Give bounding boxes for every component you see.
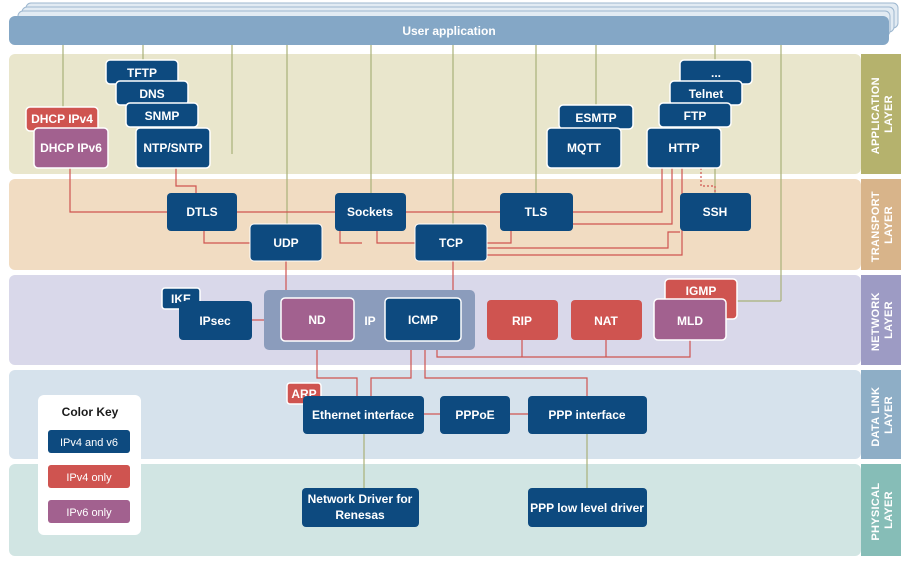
nd-label: ND <box>308 313 326 327</box>
application-layer-label-1: APPLICATION <box>870 77 882 154</box>
color-key-both-label: IPv4 and v6 <box>60 437 118 449</box>
transport-protocols: DTLS Sockets TLS SSH UDP TCP <box>167 193 751 262</box>
ethernet-interface-label: Ethernet interface <box>312 408 414 422</box>
tls-box[interactable] <box>500 193 573 231</box>
network-driver-label-2: Renesas <box>335 508 385 522</box>
network-layer-label-2: LAYER <box>883 301 895 339</box>
http-label: HTTP <box>668 141 699 155</box>
application-protocols: TFTP DNS SNMP NTP/SNTP DHCP IPv4 DHCP IP… <box>25 59 753 169</box>
svg-text:TRANSPORT LAYER: TRANSPORT LAYER <box>870 188 895 263</box>
physical-layer-band <box>9 464 861 556</box>
ftp-label: FTP <box>684 109 707 123</box>
igmp-label: IGMP <box>686 284 717 298</box>
icmp-label: ICMP <box>408 313 438 327</box>
datalink-layer-tab <box>861 370 901 459</box>
esmtp-label: ESMTP <box>575 111 616 125</box>
mld-label: MLD <box>677 314 703 328</box>
sockets-label: Sockets <box>347 205 393 219</box>
physical-layer-label-2: LAYER <box>883 491 895 529</box>
nat-label: NAT <box>594 314 618 328</box>
tftp-label: TFTP <box>127 66 157 80</box>
physical-drivers: Network Driver for Renesas PPP low level… <box>302 488 647 527</box>
layer-labels: APPLICATION LAYER TRANSPORT LAYER NETWOR… <box>870 74 895 540</box>
color-key-swatch-v4 <box>48 465 130 488</box>
sockets-box[interactable] <box>335 193 406 231</box>
ppp-interface-box[interactable] <box>528 396 647 434</box>
pppoe-label: PPPoE <box>455 408 494 422</box>
icmp-box[interactable] <box>384 297 462 342</box>
transport-layer-tab <box>861 179 901 270</box>
udp-box[interactable] <box>249 223 323 262</box>
ssh-label: SSH <box>703 205 728 219</box>
ip-label: IP <box>364 314 375 328</box>
ssh-box[interactable] <box>680 193 751 231</box>
network-driver-box[interactable] <box>302 488 419 527</box>
network-protocols: IKE IPsec IP ND ICMP RIP NAT IGMP MLD <box>161 278 738 350</box>
dhcp-ipv6-label: DHCP IPv6 <box>40 141 102 155</box>
pppoe-box[interactable] <box>440 396 510 434</box>
snmp-label: SNMP <box>145 109 180 123</box>
physical-layer-label-1: PHYSICAL <box>870 483 882 541</box>
ipsec-label: IPsec <box>199 314 231 328</box>
datalink-layer-label-2: LAYER <box>883 396 895 434</box>
user-application-label: User application <box>402 24 495 38</box>
telnet-label: Telnet <box>689 87 723 101</box>
svg-text:APPLICATION LAYER: APPLICATION LAYER <box>870 74 895 154</box>
color-key-v4-label: IPv4 only <box>66 472 112 484</box>
dtls-box[interactable] <box>167 193 237 231</box>
color-key-swatch-both <box>48 430 130 453</box>
tcp-label: TCP <box>439 236 463 250</box>
network-layer-tab <box>861 275 901 365</box>
user-application-bar <box>9 16 889 45</box>
ntp-sntp-box[interactable] <box>135 127 211 169</box>
transport-layer-label-2: LAYER <box>883 206 895 244</box>
dns-label: DNS <box>139 87 164 101</box>
physical-layer-tab <box>861 464 901 556</box>
nat-box[interactable] <box>571 300 642 340</box>
svg-text:NETWORK LAYER: NETWORK LAYER <box>870 289 895 351</box>
ppp-driver-label: PPP low level driver <box>530 501 644 515</box>
transport-layer-label-1: TRANSPORT <box>870 191 882 262</box>
udp-label: UDP <box>273 236 298 250</box>
svg-text:DATA LINK LAYER: DATA LINK LAYER <box>870 383 895 446</box>
mld-box[interactable] <box>653 298 727 341</box>
svg-text:PHYSICAL LAYER: PHYSICAL LAYER <box>870 479 895 540</box>
rip-label: RIP <box>512 314 532 328</box>
application-layer-tab <box>861 54 901 174</box>
dtls-label: DTLS <box>186 205 217 219</box>
snmp-box[interactable] <box>125 102 199 128</box>
rip-box[interactable] <box>487 300 558 340</box>
more-protocols-label: ... <box>711 66 721 80</box>
tls-label: TLS <box>525 205 548 219</box>
mqtt-box[interactable] <box>546 127 622 169</box>
tcp-box[interactable] <box>414 223 488 262</box>
ethernet-interface-box[interactable] <box>303 396 424 434</box>
ppp-driver-box[interactable] <box>528 488 647 527</box>
ftp-box[interactable] <box>658 102 732 128</box>
user-application-stack: User application <box>9 2 899 45</box>
datalink-layer-label-1: DATA LINK <box>870 387 882 447</box>
network-layer-label-1: NETWORK <box>870 292 882 351</box>
mqtt-label: MQTT <box>567 141 602 155</box>
color-key: Color Key IPv4 and v6 IPv4 only IPv6 onl… <box>38 395 141 535</box>
color-key-v6-label: IPv6 only <box>66 507 112 519</box>
application-layer-label-2: LAYER <box>883 95 895 133</box>
nd-box[interactable] <box>280 297 355 342</box>
dhcp-ipv6-box[interactable] <box>33 127 109 169</box>
network-driver-label-1: Network Driver for <box>308 492 413 506</box>
color-key-swatch-v6 <box>48 500 130 523</box>
ntp-sntp-label: NTP/SNTP <box>143 141 202 155</box>
dhcp-ipv4-label: DHCP IPv4 <box>31 112 93 126</box>
http-box[interactable] <box>646 127 722 169</box>
ppp-interface-label: PPP interface <box>548 408 625 422</box>
datalink-protocols: ARP Ethernet interface PPPoE PPP interfa… <box>286 382 647 434</box>
ipsec-box[interactable] <box>179 301 252 340</box>
color-key-title: Color Key <box>62 405 119 419</box>
